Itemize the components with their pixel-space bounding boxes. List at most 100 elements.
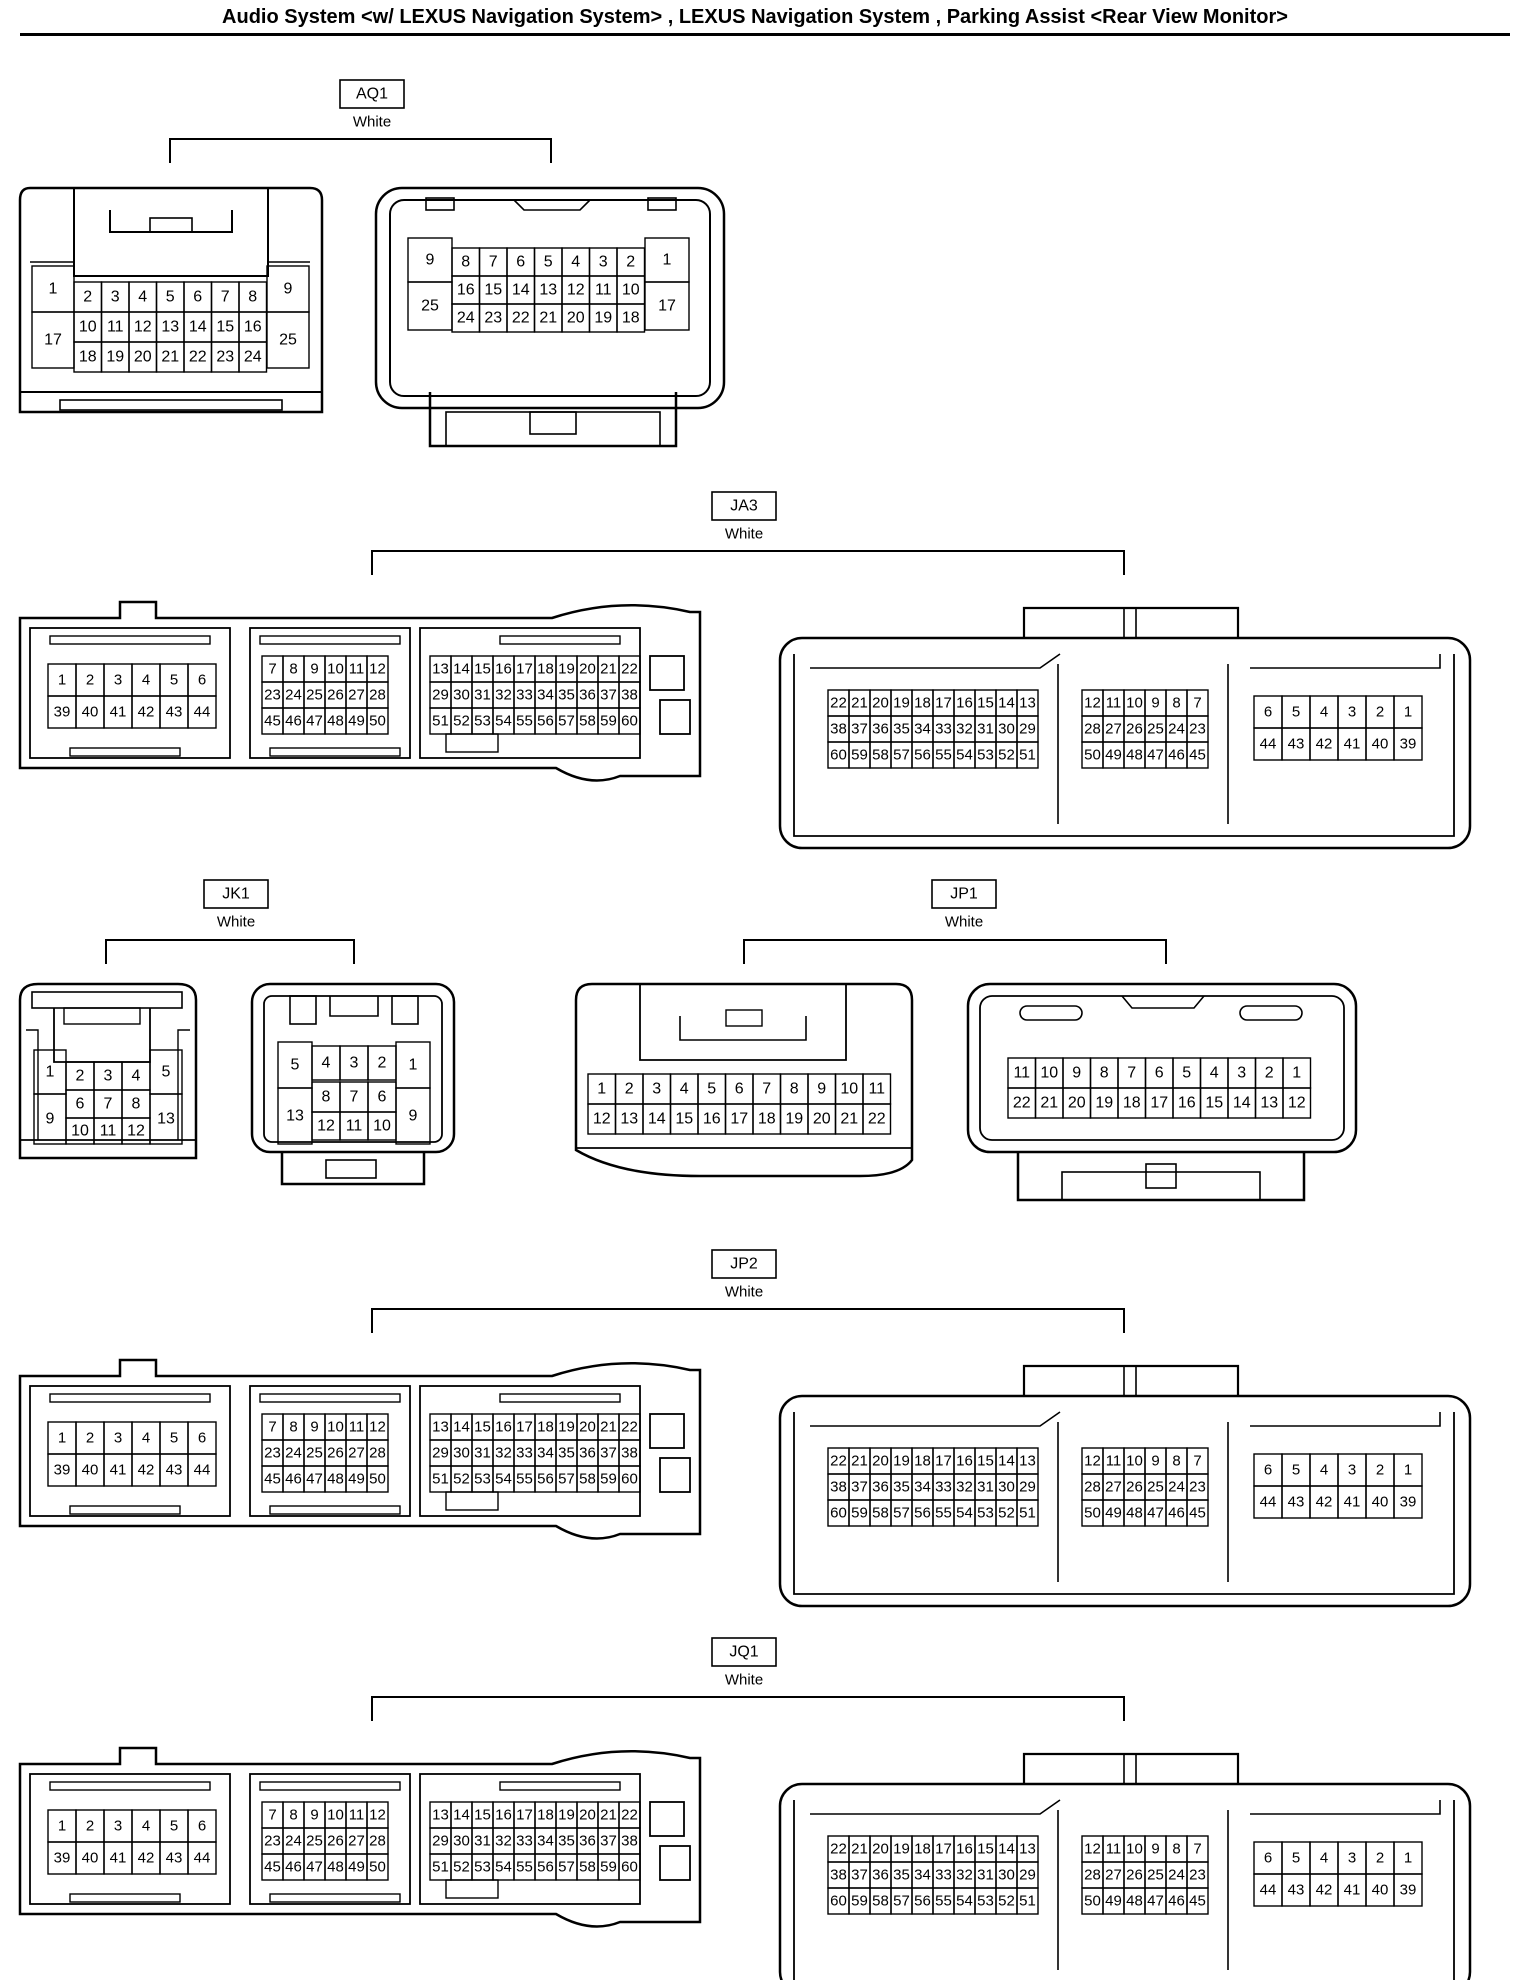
connector-color: White <box>725 1284 763 1301</box>
page-title: Audio System <w/ LEXUS Navigation System… <box>222 6 1288 28</box>
housing-lock <box>280 1152 426 1186</box>
pin-number: 10 <box>327 661 344 678</box>
pin-number: 31 <box>474 1833 491 1850</box>
connector-housing <box>18 1358 702 1540</box>
pin-number: 10 <box>327 1807 344 1824</box>
housing-inner <box>389 199 711 397</box>
pin-number: 31 <box>474 687 491 704</box>
pin-cell <box>1393 1485 1423 1519</box>
housing-top-lock <box>1022 606 1240 638</box>
housing-slot <box>445 1491 499 1511</box>
pin-number: 34 <box>537 1445 554 1462</box>
pin-number: 20 <box>579 1807 596 1824</box>
pin-number: 15 <box>484 282 502 299</box>
pin-number: 60 <box>830 1893 847 1910</box>
pin-number: 17 <box>730 1111 748 1128</box>
connector-housing <box>18 186 324 414</box>
pin-number: 9 <box>310 1807 318 1824</box>
pin-number: 59 <box>600 1859 617 1876</box>
pin-number: 42 <box>138 1462 155 1479</box>
pin-number: 57 <box>558 1859 575 1876</box>
pin-number: 11 <box>1106 1841 1122 1858</box>
pin-number: 3 <box>599 254 608 271</box>
pin-number: 1 <box>1292 1065 1301 1082</box>
pin-number: 3 <box>1348 704 1356 721</box>
pin-number: 32 <box>956 721 973 738</box>
pin-number: 6 <box>1155 1065 1164 1082</box>
pin-number: 29 <box>432 1445 449 1462</box>
pin-number: 51 <box>432 1471 449 1488</box>
pin-number: 11 <box>868 1081 885 1098</box>
pin-number: 57 <box>558 1471 575 1488</box>
pin-number: 13 <box>432 1807 449 1824</box>
latch-slot <box>725 1009 763 1027</box>
pin-number: 18 <box>622 310 640 327</box>
housing-block <box>249 1385 411 1517</box>
pin-number: 25 <box>279 332 297 349</box>
housing-rail <box>499 635 621 645</box>
pin-number: 17 <box>935 1841 952 1858</box>
housing-lock <box>1016 1152 1306 1202</box>
pin-number: 35 <box>558 1445 575 1462</box>
connector-housing <box>18 982 198 1160</box>
pin-number: 16 <box>1178 1095 1196 1112</box>
pin-number: 2 <box>378 1055 387 1072</box>
connector-id: JQ1 <box>729 1644 758 1661</box>
pin-number: 9 <box>1151 1841 1159 1858</box>
pin-number: 4 <box>1210 1065 1219 1082</box>
pin-cell <box>1393 727 1423 761</box>
pin-number: 46 <box>285 1859 302 1876</box>
pin-number: 54 <box>495 713 512 730</box>
pin-number: 11 <box>346 1118 363 1135</box>
housing-edge <box>810 1799 1061 1815</box>
pin-number: 51 <box>1019 1505 1036 1522</box>
pin-number: 36 <box>872 1867 889 1884</box>
pin-number: 12 <box>369 1419 386 1436</box>
pin-number: 5 <box>291 1057 300 1074</box>
housing-rail <box>269 1893 401 1903</box>
pin-number: 1 <box>409 1057 418 1074</box>
pin-number: 7 <box>489 254 498 271</box>
pin-number: 37 <box>600 1445 617 1462</box>
housing-tab <box>1239 1005 1303 1021</box>
pin-number: 9 <box>817 1081 826 1098</box>
pin-number: 11 <box>1106 695 1122 712</box>
housing-inner <box>639 984 847 1061</box>
pin-number: 54 <box>495 1471 512 1488</box>
pin-number: 23 <box>1189 1479 1206 1496</box>
pin-number: 27 <box>348 1833 365 1850</box>
pin-number: 37 <box>600 1833 617 1850</box>
pin-number: 23 <box>264 1833 281 1850</box>
connector-label-box <box>339 79 405 109</box>
connector-label-box <box>711 1637 777 1667</box>
pin-number: 41 <box>1344 1494 1361 1511</box>
housing-base-rail <box>59 399 283 411</box>
pin-number: 5 <box>170 672 178 689</box>
connector-housing <box>18 600 702 782</box>
pin-number: 46 <box>285 1471 302 1488</box>
pin-number: 18 <box>79 349 97 366</box>
pin-number: 29 <box>432 1833 449 1850</box>
pin-number: 16 <box>244 319 262 336</box>
pin-number: 8 <box>790 1081 799 1098</box>
pin-number: 8 <box>1100 1065 1109 1082</box>
pin-number: 3 <box>652 1081 661 1098</box>
pin-number: 19 <box>893 695 910 712</box>
pin-number: 1 <box>49 281 58 298</box>
housing-edge <box>1250 1800 1441 1815</box>
side-pin-cell <box>149 1093 183 1145</box>
pin-number: 27 <box>348 1445 365 1462</box>
pin-number: 21 <box>600 661 617 678</box>
pin-number: 13 <box>1019 1453 1036 1470</box>
pin-number: 14 <box>998 1841 1015 1858</box>
pin-number: 37 <box>851 721 868 738</box>
pin-number: 15 <box>675 1111 693 1128</box>
pin-number: 9 <box>310 661 318 678</box>
pin-number: 45 <box>1189 747 1206 764</box>
pin-number: 10 <box>327 1419 344 1436</box>
pin-number: 30 <box>998 721 1015 738</box>
side-pin-cell <box>395 1087 431 1145</box>
pin-number: 19 <box>893 1453 910 1470</box>
pin-number: 36 <box>579 1833 596 1850</box>
